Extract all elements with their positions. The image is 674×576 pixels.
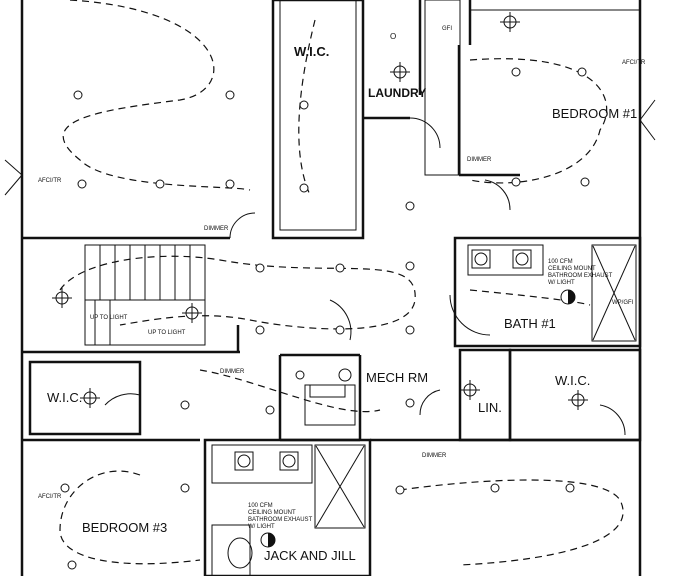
room-label-bedroom-3: BEDROOM #3 bbox=[82, 520, 168, 535]
walls bbox=[20, 0, 642, 576]
note-line: BATHROOM EXHAUST bbox=[248, 517, 313, 523]
note-line: CEILING MOUNT bbox=[548, 266, 596, 272]
oc-marker: O bbox=[390, 32, 397, 41]
gfi-note-laundry: GFI bbox=[442, 26, 452, 32]
room-label-wic-right: W.I.C. bbox=[555, 373, 591, 388]
room-label-wic-top: W.I.C. bbox=[294, 44, 330, 59]
afci-note-bedroom-1: AFCI/TR bbox=[622, 60, 646, 66]
note-line: BATHROOM EXHAUST bbox=[548, 273, 613, 279]
room-label-wic-left: W.I.C. bbox=[47, 390, 83, 405]
ceiling-lights bbox=[55, 15, 585, 407]
afci-note-bedroom-3: AFCI/TR bbox=[38, 494, 62, 500]
exhaust-fan-note-bath-1: 100 CFM CEILING MOUNT BATHROOM EXHAUST W… bbox=[548, 259, 612, 287]
door-swings bbox=[4, 99, 656, 436]
room-label-laundry: LAUNDRY bbox=[368, 86, 427, 100]
exhaust-fans bbox=[260, 289, 576, 548]
afci-note-top-left: AFCI/TR bbox=[38, 178, 62, 184]
dimmer-note-stair: DIMMER bbox=[204, 226, 229, 232]
note-line: W/ LIGHT bbox=[548, 280, 575, 286]
exhaust-fan-note-jack-and-jill: 100 CFM CEILING MOUNT BATHROOM EXHAUST W… bbox=[248, 503, 312, 531]
stair-treads bbox=[85, 245, 205, 345]
room-label-lin: LIN. bbox=[478, 400, 502, 415]
note-line: W/ LIGHT bbox=[248, 524, 275, 530]
note-line: CEILING MOUNT bbox=[248, 510, 296, 516]
dimmer-note-hall: DIMMER bbox=[422, 453, 447, 459]
up-to-light-note-2: UP TO LIGHT bbox=[148, 330, 186, 336]
light-crosses bbox=[52, 12, 588, 410]
room-label-bedroom-1: BEDROOM #1 bbox=[552, 106, 638, 121]
room-label-mech-rm: MECH RM bbox=[366, 370, 429, 385]
wp-gfi-note: WP/GFI bbox=[612, 300, 634, 306]
dimmer-note-bedroom-1: DIMMER bbox=[467, 157, 492, 163]
note-line: 100 CFM bbox=[548, 259, 573, 265]
room-label-bath-1: BATH #1 bbox=[504, 316, 556, 331]
up-to-light-note-1: UP TO LIGHT bbox=[90, 315, 128, 321]
switch-wiring bbox=[59, 0, 624, 566]
dimmer-note-wic: DIMMER bbox=[220, 369, 245, 375]
note-line: 100 CFM bbox=[248, 503, 273, 509]
recessed-lights bbox=[60, 67, 590, 570]
fixtures bbox=[227, 245, 636, 569]
room-label-jack-and-jill: JACK AND JILL bbox=[264, 548, 356, 563]
